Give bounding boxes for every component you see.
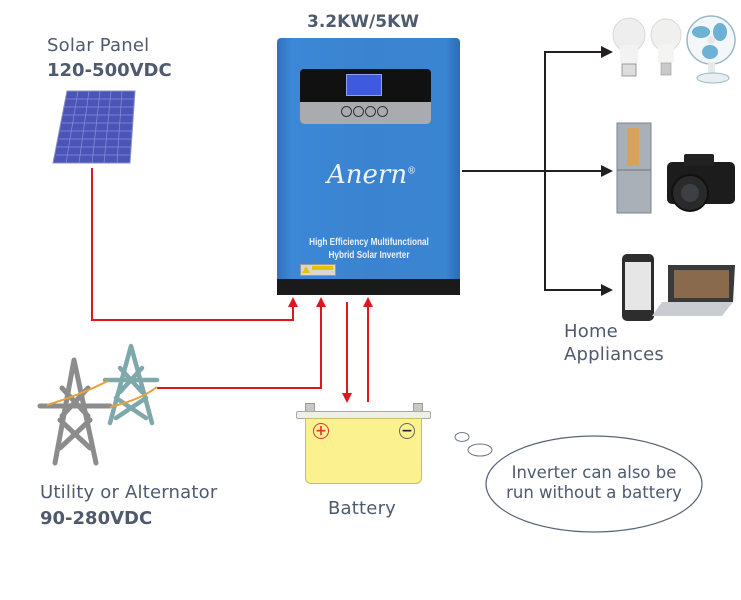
utility-to-inverter-line <box>157 297 326 389</box>
inverter-description: High Efficiency Multifunctional Hybrid S… <box>291 236 447 262</box>
down-button[interactable] <box>365 106 376 117</box>
menu-button[interactable] <box>341 106 352 117</box>
control-panel <box>300 69 431 124</box>
positive-terminal-icon: + <box>313 423 329 439</box>
solar-panel-label: Solar Panel <box>47 35 150 56</box>
enter-button[interactable] <box>377 106 388 117</box>
description-line-2: Hybrid Solar Inverter <box>328 249 410 261</box>
bubble-note: Inverter can also be run without a batte… <box>492 463 696 503</box>
solar-panel-voltage: 120-500VDC <box>47 60 172 81</box>
inverter-base <box>277 279 460 295</box>
appliances-label-line-2: Appliances <box>564 344 664 365</box>
brand-logo: Anern® <box>327 160 416 190</box>
brand-name: Anern <box>327 160 408 190</box>
utility-label: Utility or Alternator <box>40 482 218 503</box>
note-line-2: run without a battery <box>506 483 682 502</box>
button-strip <box>300 102 431 124</box>
inverter-rating: 3.2KW/5KW <box>307 12 420 32</box>
note-line-1: Inverter can also be <box>511 463 677 482</box>
description-line-1: High Efficiency Multifunctional <box>309 236 429 248</box>
warning-icon <box>302 266 310 273</box>
battery-icon: + − <box>296 403 431 493</box>
inverter-unit: Anern® High Efficiency Multifunctional H… <box>277 38 460 295</box>
utility-voltage: 90-280VDC <box>40 508 153 529</box>
caution-label <box>312 266 333 270</box>
up-button[interactable] <box>353 106 364 117</box>
negative-terminal-icon: − <box>399 423 415 439</box>
lcd-screen <box>346 74 382 96</box>
caution-sticker <box>300 264 336 276</box>
appliances-label-line-1: Home <box>564 321 618 342</box>
registered-mark: ® <box>407 166 417 177</box>
solar-to-inverter-line <box>91 168 298 321</box>
battery-label: Battery <box>328 498 397 519</box>
